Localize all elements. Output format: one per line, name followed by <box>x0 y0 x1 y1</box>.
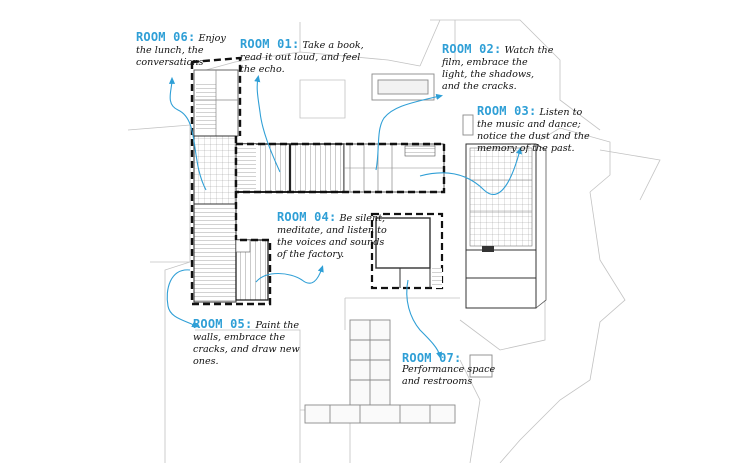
room-description: Be silent, meditate, and listen to the v… <box>277 213 387 260</box>
building-left-wing <box>193 69 269 303</box>
room-description: Listen to the music and dance; notice th… <box>477 107 590 154</box>
secondary-buildings <box>304 73 493 424</box>
room-title: ROOM 05: <box>193 317 253 331</box>
room-description: Paint the walls, embrace the cracks, and… <box>193 320 300 367</box>
dashed-outlines <box>190 56 446 306</box>
arrow-room-04 <box>255 265 324 284</box>
room-05-label: ROOM 05: Paint the walls, embrace the cr… <box>193 318 301 368</box>
arrow-room-01 <box>254 74 281 173</box>
room-04-label: ROOM 04: Be silent, meditate, and listen… <box>277 211 387 261</box>
room-07-label: ROOM 07: Performance space and restrooms <box>402 352 500 388</box>
room-title: ROOM 01: <box>240 37 300 51</box>
site-context-lines <box>127 19 661 463</box>
arrow-room-03 <box>419 147 522 195</box>
room-01-label: ROOM 01: Take a book, read it out loud, … <box>240 38 368 76</box>
room-description: Take a book, read it out loud, and feel … <box>240 40 364 75</box>
room-06-label: ROOM 06: Enjoy the lunch, the conversati… <box>136 31 238 69</box>
room-description: Performance space and restrooms <box>402 364 496 387</box>
room-02-label: ROOM 02: Watch the film, embrace the lig… <box>442 43 554 93</box>
arrow-room-05 <box>166 269 199 328</box>
building-room-04 <box>370 212 444 290</box>
room-description: Watch the film, embrace the light, the s… <box>442 45 554 92</box>
room-title: ROOM 04: <box>277 210 337 224</box>
room-title: ROOM 06: <box>136 30 196 44</box>
room-title: ROOM 07: <box>402 351 462 365</box>
room-description: Enjoy the lunch, the conversations <box>136 33 226 68</box>
room-03-label: ROOM 03: Listen to the music and dance; … <box>477 105 595 155</box>
arrow-room-02 <box>375 93 444 171</box>
room-title: ROOM 03: <box>477 104 537 118</box>
building-room-01-02 <box>235 143 445 193</box>
route-arrows <box>166 74 522 359</box>
room-title: ROOM 02: <box>442 42 502 56</box>
arrow-room-07 <box>406 279 443 359</box>
arrow-room-06 <box>168 76 207 191</box>
building-room-03 <box>465 143 547 309</box>
